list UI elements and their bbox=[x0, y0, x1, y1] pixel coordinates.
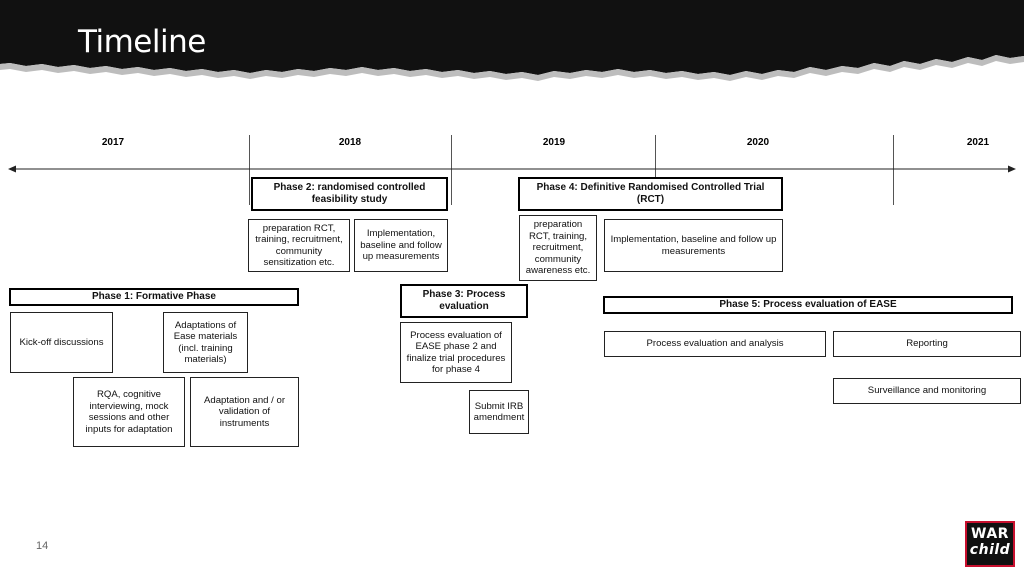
activity-p4-implementation-label: Implementation, baseline and follow up m… bbox=[610, 234, 777, 257]
activity-p4-preparation-box: preparation RCT, training, recruitment, … bbox=[519, 215, 597, 281]
activity-p4-implementation-box: Implementation, baseline and follow up m… bbox=[604, 219, 783, 272]
activity-p3-irb-box: Submit IRB amendment bbox=[469, 390, 529, 434]
activity-p5-surveillance-label: Surveillance and monitoring bbox=[867, 385, 987, 397]
activity-p2-preparation-label: preparation RCT, training, recruitment, … bbox=[255, 222, 343, 269]
torn-paper-banner bbox=[0, 0, 1024, 81]
year-divider bbox=[893, 135, 894, 205]
activity-instruments-label: Adaptation and / or validation of instru… bbox=[203, 394, 286, 429]
activity-p3-irb-label: Submit IRB amendment bbox=[473, 400, 525, 424]
activity-p2-preparation-box: preparation RCT, training, recruitment, … bbox=[248, 219, 350, 272]
activity-p5-process-label: Process evaluation and analysis bbox=[646, 338, 784, 350]
phase-1-label: Phase 1: Formative Phase bbox=[92, 291, 216, 302]
phase-3-label: Phase 3: Process evaluation bbox=[422, 289, 506, 312]
phase-4-label: Phase 4: Definitive Randomised Controlle… bbox=[536, 182, 765, 205]
activity-kickoff-box: Kick-off discussions bbox=[10, 312, 113, 373]
activity-adaptations-box: Adaptations of Ease materials (incl. tra… bbox=[163, 312, 248, 373]
war-child-logo: WAR child bbox=[965, 521, 1015, 567]
year-label-2017: 2017 bbox=[101, 137, 125, 148]
activity-p2-implementation-label: Implementation, baseline and follow up m… bbox=[360, 228, 442, 263]
activity-p5-reporting-label: Reporting bbox=[906, 338, 948, 350]
year-label-2020: 2020 bbox=[746, 137, 770, 148]
year-divider bbox=[249, 135, 250, 205]
phase-5-label: Phase 5: Process evaluation of EASE bbox=[719, 299, 897, 310]
activity-p2-implementation-box: Implementation, baseline and follow up m… bbox=[354, 219, 448, 272]
activity-p3-process-box: Process evaluation of EASE phase 2 and f… bbox=[400, 322, 512, 383]
activity-rqa-box: RQA, cognitive interviewing, mock sessio… bbox=[73, 377, 185, 447]
activity-kickoff-label: Kick-off discussions bbox=[19, 336, 104, 348]
phase-2-box: Phase 2: randomised controlled feasibili… bbox=[251, 177, 448, 211]
phase-2-label: Phase 2: randomised controlled feasibili… bbox=[273, 182, 426, 205]
phase-5-box: Phase 5: Process evaluation of EASE bbox=[603, 296, 1013, 314]
slide-header: Timeline bbox=[0, 0, 1024, 90]
activity-p5-process-box: Process evaluation and analysis bbox=[604, 331, 826, 357]
activity-p5-reporting-box: Reporting bbox=[833, 331, 1021, 357]
year-label-2021: 2021 bbox=[966, 137, 990, 148]
logo-text-line2: child bbox=[969, 542, 1011, 558]
year-divider bbox=[655, 135, 656, 181]
activity-p3-process-label: Process evaluation of EASE phase 2 and f… bbox=[406, 329, 506, 376]
slide-title: Timeline bbox=[78, 24, 206, 60]
phase-4-box: Phase 4: Definitive Randomised Controlle… bbox=[518, 177, 783, 211]
logo-text-line1: WAR bbox=[971, 526, 1009, 542]
activity-p4-preparation-label: preparation RCT, training, recruitment, … bbox=[525, 219, 591, 277]
activity-rqa-label: RQA, cognitive interviewing, mock sessio… bbox=[85, 389, 173, 435]
year-label-2019: 2019 bbox=[542, 137, 566, 148]
activity-instruments-box: Adaptation and / or validation of instru… bbox=[190, 377, 299, 447]
activity-adaptations-label: Adaptations of Ease materials (incl. tra… bbox=[173, 319, 238, 366]
year-divider bbox=[451, 135, 452, 205]
year-label-2018: 2018 bbox=[338, 137, 362, 148]
phase-3-box: Phase 3: Process evaluation bbox=[400, 284, 528, 318]
page-number: 14 bbox=[36, 540, 49, 552]
activity-p5-surveillance-box: Surveillance and monitoring bbox=[833, 378, 1021, 404]
phase-1-box: Phase 1: Formative Phase bbox=[9, 288, 299, 306]
timeline-axis-arrow bbox=[8, 165, 1016, 173]
